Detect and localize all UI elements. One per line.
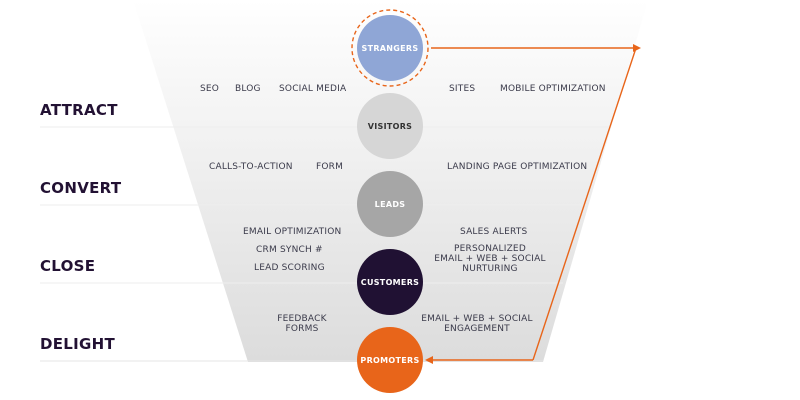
stage-close: CLOSE bbox=[40, 257, 96, 275]
node-strangers: STRANGERS bbox=[357, 15, 423, 81]
tactic-sites: SITES bbox=[449, 84, 476, 94]
node-leads: LEADS bbox=[357, 171, 423, 237]
node-visitors: VISITORS bbox=[357, 93, 423, 159]
node-promoters: PROMOTERS bbox=[357, 327, 423, 393]
tactic-lead-scoring: LEAD SCORING bbox=[254, 263, 325, 273]
tactic-social-engagement: EMAIL + WEB + SOCIAL ENGAGEMENT bbox=[421, 314, 533, 334]
tactic-blog: BLOG bbox=[235, 84, 261, 94]
tactic-mobile-optimization: MOBILE OPTIMIZATION bbox=[500, 84, 606, 94]
tactic-calls-to-action: CALLS-TO-ACTION bbox=[209, 162, 293, 172]
tactic-email-optimization: EMAIL OPTIMIZATION bbox=[243, 227, 342, 237]
tactic-seo: SEO bbox=[200, 84, 220, 94]
arrow-head-left bbox=[425, 356, 433, 364]
tactic-sales-alerts: SALES ALERTS bbox=[460, 227, 528, 237]
node-customers: CUSTOMERS bbox=[357, 249, 423, 315]
tactic-crm-synch: CRM SYNCH # bbox=[256, 245, 323, 255]
feedback-arrow bbox=[430, 47, 637, 361]
strangers-dashed-ring bbox=[351, 9, 429, 87]
tactic-landing-page-optimization: LANDING PAGE OPTIMIZATION bbox=[447, 162, 588, 172]
stage-delight: DELIGHT bbox=[40, 335, 116, 353]
tactic-feedback-forms: FEEDBACK FORMS bbox=[277, 314, 327, 334]
tactic-personalized-nurturing: PERSONALIZED EMAIL + WEB + SOCIAL NURTUR… bbox=[434, 244, 546, 274]
tactic-form: FORM bbox=[316, 162, 344, 172]
tactic-social-media: SOCIAL MEDIA bbox=[279, 84, 347, 94]
stage-attract: ATTRACT bbox=[40, 101, 118, 119]
stage-convert: CONVERT bbox=[40, 179, 122, 197]
arrow-head-right bbox=[633, 44, 641, 52]
